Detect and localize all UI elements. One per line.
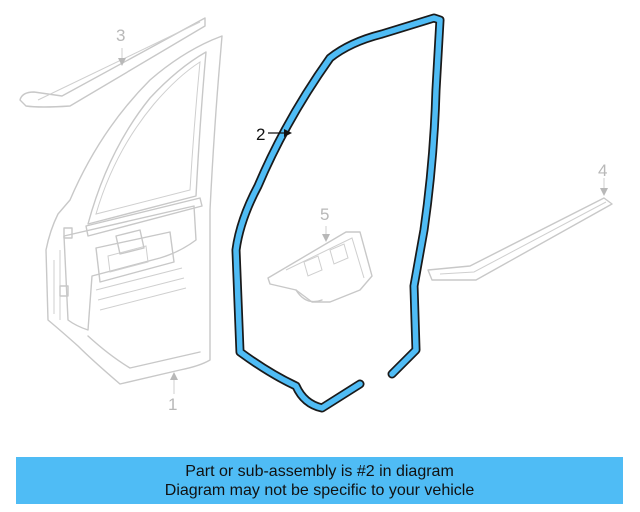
part-1-door-shell [45,35,223,394]
callout-5: 5 [320,205,329,224]
callout-1: 1 [168,395,177,414]
part-4-sill-molding [427,178,613,281]
banner-line-part: Part or sub-assembly is #2 in diagram [185,462,454,480]
banner-line-disclaimer: Diagram may not be specific to your vehi… [164,481,475,499]
callout-3: 3 [116,26,125,45]
part-3-molding [19,17,206,108]
part-5-bracket [267,226,373,303]
info-banner: Part or sub-assembly is #2 in diagram Di… [16,457,623,504]
callout-4: 4 [598,161,607,180]
part-2-weatherstrip [231,13,445,413]
callout-2: 2 [256,125,265,144]
parts-diagram: 3 1 5 [19,13,613,414]
